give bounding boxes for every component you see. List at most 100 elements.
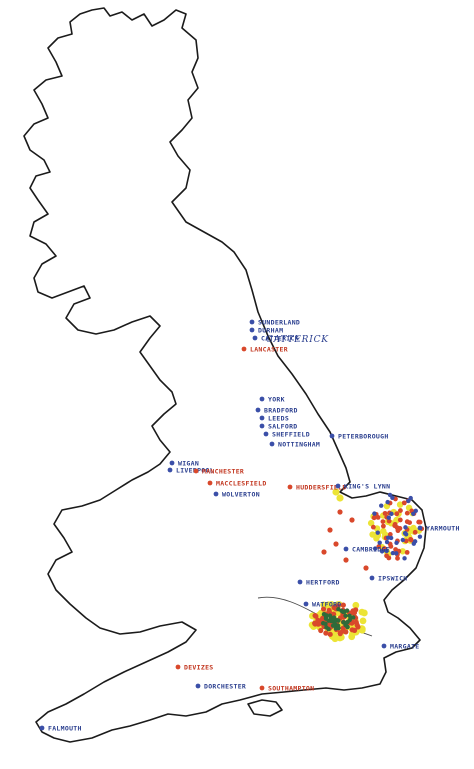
london-cluster-green-dot: [340, 609, 346, 615]
place-marker-kingslynn: [335, 483, 341, 489]
place-label-nottingham: NOTTINGHAM: [278, 441, 320, 449]
east-anglia-blue-dot: [379, 503, 384, 508]
london-cluster-yellow-dot: [358, 608, 366, 616]
fenland-red-dot: [349, 517, 355, 523]
place-label-lancaster: LANCASTER: [250, 346, 288, 354]
place-label-ipswich: IPSWICH: [378, 575, 408, 583]
place-marker-liverpool: [167, 467, 173, 473]
east-anglia-blue-dot: [408, 495, 413, 501]
east-anglia-blue-dot: [390, 495, 395, 500]
east-anglia-blue-dot: [385, 499, 390, 505]
east-anglia-red-dot: [393, 547, 399, 552]
place-label-bradford: BRADFORD: [264, 407, 298, 415]
east-anglia-blue-dot: [377, 540, 382, 545]
london-cluster-red-dot: [327, 631, 333, 637]
london-cluster-green-dot: [351, 615, 356, 620]
east-anglia-blue-dot: [402, 556, 407, 561]
east-anglia-blue-dot: [390, 550, 396, 556]
place-marker-southampton: [259, 685, 265, 691]
london-cluster-red-dot: [354, 622, 360, 628]
east-anglia-blue-dot: [406, 498, 411, 504]
london-cluster-yellow-dot: [352, 601, 360, 609]
east-anglia-blue-dot: [394, 551, 399, 556]
place-marker-nottingham: [269, 441, 275, 447]
place-label-yarmouth: YARMOUTH: [426, 525, 460, 533]
east-anglia-red-dot: [376, 544, 382, 549]
place-marker-sheffield: [263, 431, 269, 437]
place-marker-catterick: [252, 335, 258, 341]
place-label-wigan: WIGAN: [178, 460, 199, 468]
east-anglia-red-dot: [380, 523, 386, 529]
humber-yellow-dot: [332, 488, 340, 496]
london-cluster-red-dot: [312, 620, 318, 626]
isle-of-wight: [247, 699, 283, 717]
place-label-catterick: CATTERICK: [261, 335, 299, 343]
place-label-hertford: HERTFORD: [306, 579, 340, 587]
london-cluster-green-dot: [336, 618, 341, 623]
east-anglia-blue-dot: [388, 535, 394, 541]
place-marker-macclesfield: [207, 480, 213, 486]
place-marker-watford: [303, 601, 309, 607]
place-label-macclesfield: MACCLESFIELD: [216, 480, 267, 488]
east-anglia-blue-dot: [394, 540, 399, 546]
place-label-manchester: MANCHESTER: [202, 468, 244, 476]
place-label-dorchester: DORCHESTER: [204, 683, 246, 691]
place-label-peterborough: PETERBOROUGH: [338, 433, 389, 441]
east-anglia-blue-dot: [389, 511, 394, 517]
london-cluster-red-dot: [343, 629, 349, 635]
place-marker-wigan: [169, 460, 175, 466]
london-cluster-green-dot: [344, 608, 350, 613]
place-marker-manchester: [193, 468, 199, 474]
london-cluster-yellow-dot: [331, 635, 339, 643]
east-anglia-yellow-dot: [393, 516, 400, 523]
place-label-wolverton: WOLVERTON: [222, 491, 260, 499]
place-marker-huddersfield: [287, 484, 293, 490]
east-anglia-red-dot: [394, 525, 400, 530]
fenland-red-dot: [327, 527, 333, 533]
london-cluster-green-dot: [324, 613, 329, 618]
east-anglia-red-dot: [382, 510, 388, 516]
east-anglia-blue-dot: [402, 531, 408, 536]
place-marker-wolverton: [213, 491, 219, 497]
place-marker-margate: [381, 643, 387, 649]
east-anglia-red-dot: [384, 553, 389, 559]
handwritten-note: CATTERICK: [266, 335, 329, 345]
london-cluster-red-dot: [323, 630, 329, 636]
east-anglia-blue-dot: [372, 546, 378, 551]
london-cluster-red-dot: [340, 602, 346, 608]
london-cluster-yellow-dot: [358, 626, 366, 634]
humber-yellow-dot: [336, 494, 344, 502]
east-anglia-red-dot: [398, 508, 403, 513]
east-anglia-yellow-dot: [373, 535, 380, 542]
place-marker-hertford: [297, 579, 303, 585]
east-anglia-red-dot: [417, 519, 423, 525]
place-marker-sunderland: [249, 319, 255, 325]
fenland-red-dot: [337, 509, 343, 515]
place-label-devizes: DEVIZES: [184, 664, 214, 672]
place-label-margate: MARGATE: [390, 643, 420, 651]
east-anglia-blue-dot: [384, 548, 389, 554]
london-cluster-red-dot: [353, 607, 359, 613]
east-anglia-blue-dot: [375, 530, 380, 535]
london-cluster-green-dot: [343, 613, 348, 618]
east-anglia-red-dot: [401, 500, 407, 506]
place-marker-salford: [259, 423, 265, 429]
place-marker-ipswich: [369, 575, 375, 581]
east-anglia-blue-dot: [386, 515, 391, 520]
place-marker-cambridge: [343, 546, 349, 552]
east-anglia-blue-dot: [400, 537, 406, 543]
east-anglia-yellow-dot: [367, 519, 375, 527]
fenland-red-dot: [333, 541, 339, 547]
london-cluster-red-dot: [337, 629, 343, 636]
london-cluster-red-dot: [331, 611, 337, 617]
place-label-leeds: LEEDS: [268, 415, 289, 423]
london-cluster-red-dot: [318, 627, 324, 634]
place-marker-falmouth: [39, 725, 45, 731]
place-label-york: YORK: [268, 396, 285, 404]
london-cluster-yellow-dot: [320, 601, 328, 609]
london-cluster-green-dot: [330, 623, 336, 628]
east-anglia-red-dot: [386, 518, 392, 524]
place-label-falmouth: FALMOUTH: [48, 725, 82, 733]
london-cluster-green-dot: [336, 607, 341, 612]
london-cluster-red-dot: [349, 627, 355, 633]
